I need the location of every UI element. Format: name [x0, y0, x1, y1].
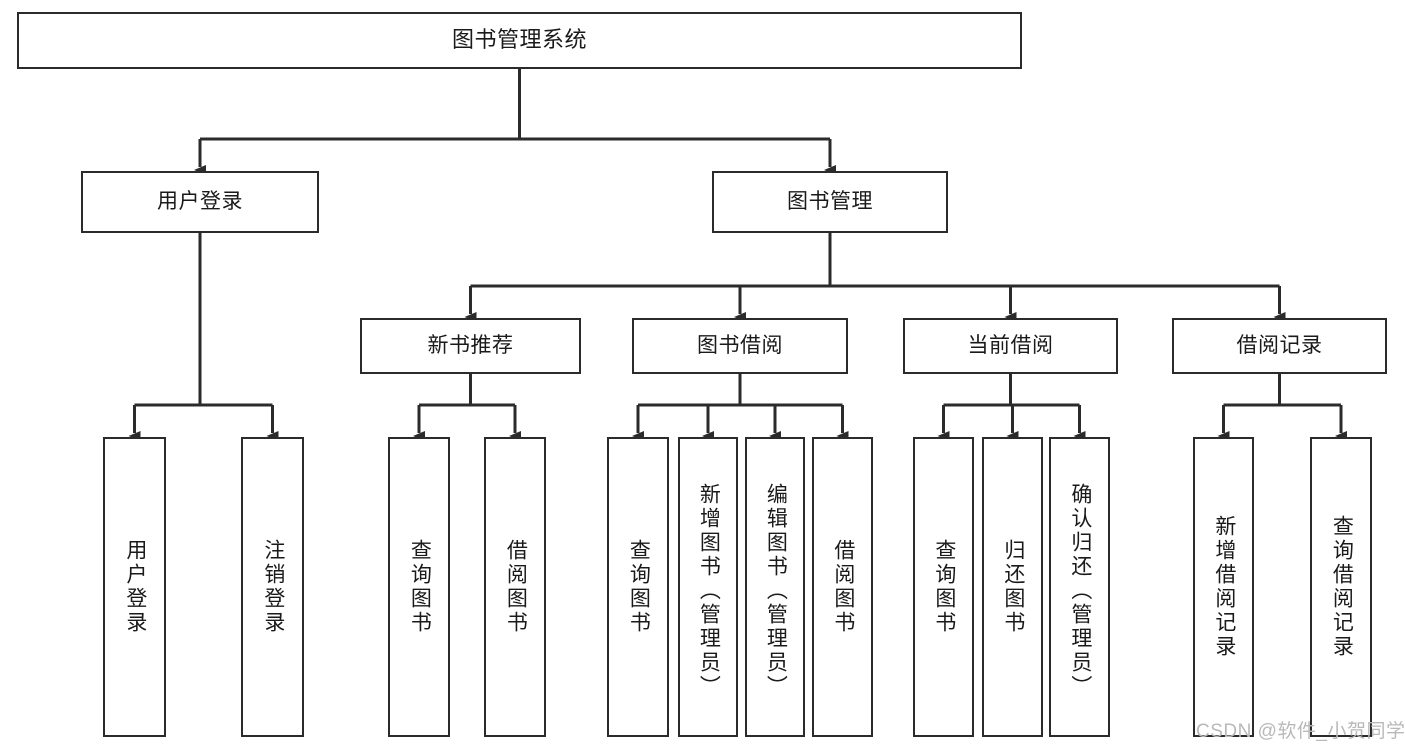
node-label: 新增图书（管理员）: [697, 483, 721, 699]
node-label: 借阅记录: [1236, 334, 1323, 358]
node-current-borrow[interactable]: 当前借阅: [903, 318, 1118, 374]
node-borrow-record[interactable]: 借阅记录: [1172, 318, 1387, 374]
node-label: 确认归还（管理员）: [1068, 483, 1092, 699]
node-book-manage[interactable]: 图书管理: [712, 171, 948, 233]
node-leaf-query-borrow-record[interactable]: 查询借阅记录: [1310, 437, 1372, 737]
node-leaf-return-book[interactable]: 归还图书: [982, 437, 1043, 737]
node-leaf-query-book-2[interactable]: 查询图书: [607, 437, 669, 737]
node-label: 用户登录: [157, 190, 243, 214]
node-label: 用户登录: [123, 539, 147, 635]
node-new-book-recommend[interactable]: 新书推荐: [360, 318, 581, 374]
node-leaf-confirm-return-admin[interactable]: 确认归还（管理员）: [1049, 437, 1110, 737]
node-label: 图书管理系统: [451, 27, 587, 53]
node-label: 新增借阅记录: [1212, 515, 1236, 659]
node-leaf-query-book-3[interactable]: 查询图书: [913, 437, 974, 737]
node-label: 图书管理: [787, 190, 873, 214]
node-root[interactable]: 图书管理系统: [17, 12, 1022, 69]
node-book-borrow[interactable]: 图书借阅: [632, 318, 848, 374]
node-label: 归还图书: [1001, 539, 1025, 635]
node-label: 查询借阅记录: [1330, 515, 1354, 659]
node-leaf-add-book-admin[interactable]: 新增图书（管理员）: [678, 437, 738, 737]
node-leaf-borrow-book-1[interactable]: 借阅图书: [484, 437, 546, 737]
node-label: 查询图书: [408, 539, 432, 635]
node-leaf-user-login[interactable]: 用户登录: [103, 437, 166, 737]
node-label: 当前借阅: [967, 334, 1054, 358]
node-label: 新书推荐: [427, 334, 514, 358]
node-leaf-edit-book-admin[interactable]: 编辑图书（管理员）: [745, 437, 805, 737]
node-label: 借阅图书: [504, 539, 528, 635]
node-user-login[interactable]: 用户登录: [81, 171, 319, 233]
node-label: 编辑图书（管理员）: [764, 483, 788, 699]
csdn-watermark: CSDN @软件_小贺同学: [1196, 721, 1405, 742]
node-leaf-add-borrow-record[interactable]: 新增借阅记录: [1193, 437, 1254, 737]
node-label: 图书借阅: [697, 334, 783, 358]
node-label: 查询图书: [932, 539, 956, 635]
node-leaf-logout-login[interactable]: 注销登录: [241, 437, 304, 737]
node-label: 注销登录: [261, 539, 285, 635]
node-leaf-query-book-1[interactable]: 查询图书: [388, 437, 450, 737]
node-label: 查询图书: [627, 539, 651, 635]
node-label: 借阅图书: [831, 539, 855, 635]
node-leaf-borrow-book-2[interactable]: 借阅图书: [812, 437, 873, 737]
